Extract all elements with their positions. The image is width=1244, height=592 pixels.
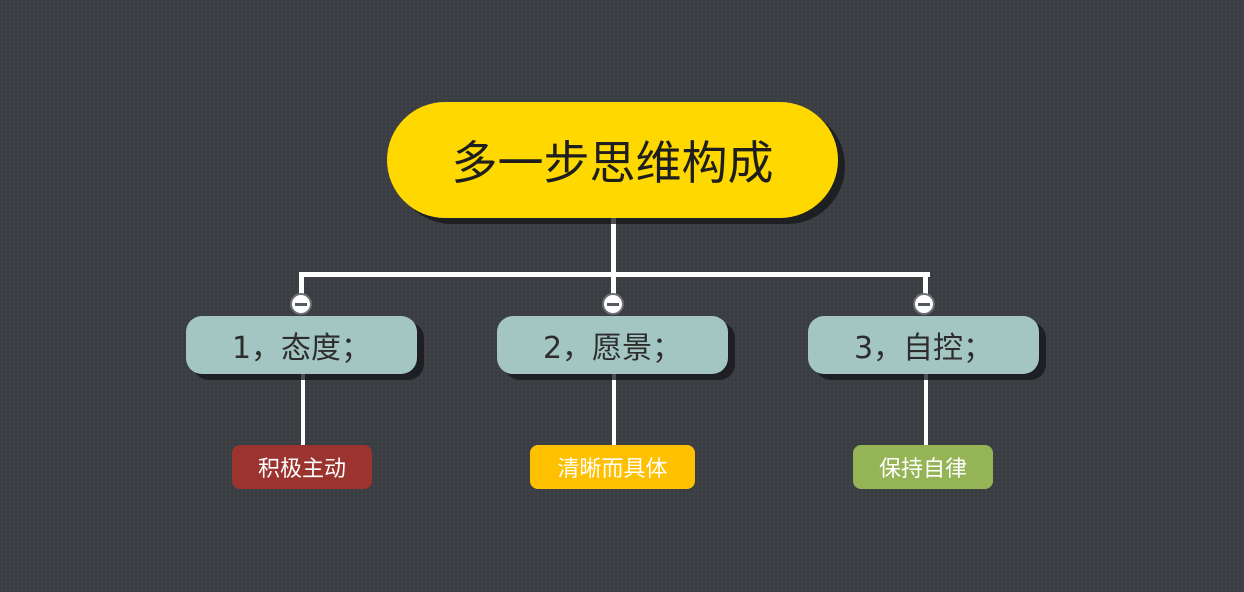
- connector-branch-3-drop: [923, 272, 928, 298]
- connector-branch-2-to-leaf: [612, 374, 616, 445]
- branch-topic-self-control[interactable]: 3，自控；: [808, 316, 1039, 374]
- branch-topic-vision[interactable]: 2，愿景；: [497, 316, 728, 374]
- collapse-toggle-branch-2[interactable]: [602, 293, 624, 315]
- connector-branch-3-to-leaf: [924, 374, 928, 445]
- leaf-topic-clear-specific[interactable]: 清晰而具体: [530, 445, 695, 489]
- minus-circle-icon: [918, 302, 930, 306]
- connector-branch-1-drop: [299, 272, 304, 298]
- connector-branch-1-to-leaf: [301, 374, 305, 445]
- connector-branch-2-drop: [611, 272, 616, 298]
- connector-root-trunk: [611, 218, 616, 276]
- root-topic[interactable]: 多一步思维构成: [387, 102, 838, 218]
- collapse-toggle-branch-1[interactable]: [290, 293, 312, 315]
- collapse-toggle-branch-3[interactable]: [913, 293, 935, 315]
- leaf-topic-self-discipline[interactable]: 保持自律: [853, 445, 993, 489]
- branch-topic-attitude[interactable]: 1，态度；: [186, 316, 417, 374]
- leaf-topic-proactive[interactable]: 积极主动: [232, 445, 372, 489]
- minus-circle-icon: [607, 302, 619, 306]
- minus-circle-icon: [295, 302, 307, 306]
